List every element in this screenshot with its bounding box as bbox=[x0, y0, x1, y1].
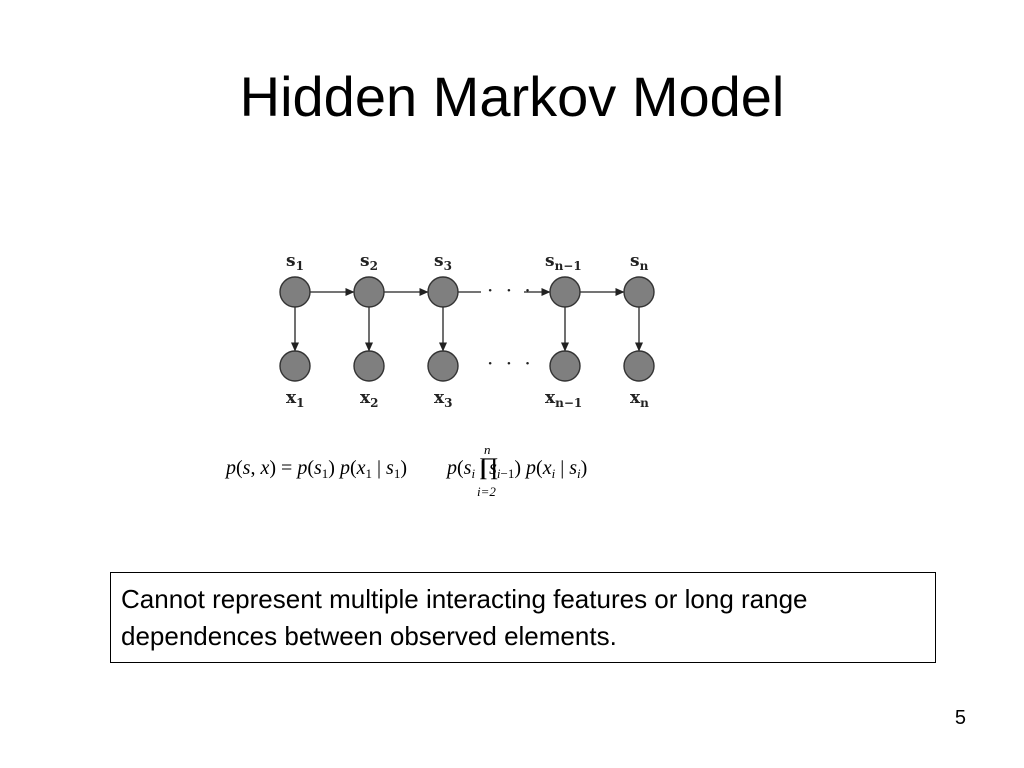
observation-node bbox=[623, 350, 655, 382]
observation-label: xn bbox=[630, 388, 649, 410]
hidden-state-node bbox=[279, 276, 311, 308]
product-lower-limit: i=2 bbox=[477, 484, 496, 499]
joint-probability-formula: p(s, x) = p(s1) p(x1 | s1) p(si | si−1) … bbox=[226, 440, 746, 510]
state-label: sn bbox=[630, 251, 649, 273]
hidden-state-node bbox=[623, 276, 655, 308]
slide-title: Hidden Markov Model bbox=[239, 65, 785, 128]
state-label: s2 bbox=[360, 251, 378, 273]
observation-node bbox=[427, 350, 459, 382]
observation-label: xn−1 bbox=[545, 388, 582, 410]
hidden-state-node bbox=[549, 276, 581, 308]
hidden-state-node bbox=[427, 276, 459, 308]
product-symbol: ∏ bbox=[479, 454, 499, 480]
state-label: s1 bbox=[286, 251, 304, 273]
observation-node bbox=[279, 350, 311, 382]
state-label: sn−1 bbox=[545, 251, 582, 273]
hidden-state-node bbox=[353, 276, 385, 308]
limitation-note-box: Cannot represent multiple interacting fe… bbox=[110, 572, 936, 663]
product-upper-limit: n bbox=[484, 442, 491, 457]
observation-label: x3 bbox=[434, 388, 453, 410]
observation-node bbox=[549, 350, 581, 382]
page-number: 5 bbox=[954, 707, 966, 729]
bottom-ellipsis: · · · bbox=[487, 351, 534, 375]
state-label: s3 bbox=[434, 251, 452, 273]
observation-node bbox=[353, 350, 385, 382]
formula-expression: p(s, x) = p(s1) p(x1 | s1) p(si | si−1) … bbox=[226, 457, 588, 481]
top-ellipsis: · · · bbox=[487, 278, 534, 302]
observation-label: x1 bbox=[286, 388, 305, 410]
observation-label: x2 bbox=[360, 388, 379, 410]
